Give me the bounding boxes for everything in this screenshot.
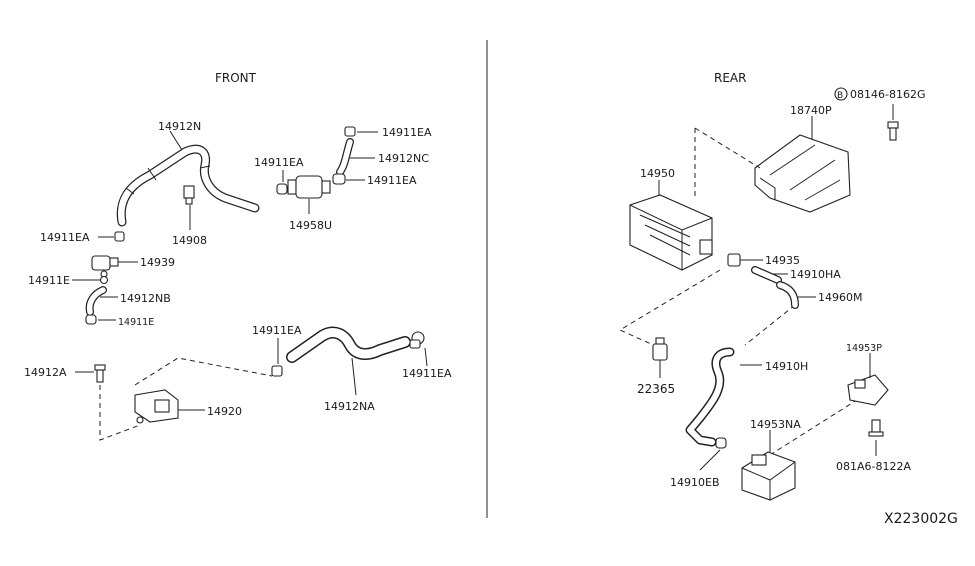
clamp-14911EA-2 (271, 365, 283, 377)
canister-14950 (629, 194, 713, 271)
clamp-14911EA-3 (276, 183, 288, 195)
label-14911EA-1: 14911EA (40, 231, 90, 244)
label-14912NC: 14912NC (378, 152, 429, 165)
clamp-14910EB (715, 437, 727, 449)
clamp-14911EA-5 (332, 173, 346, 185)
dashed-link-14920 (134, 357, 273, 386)
label-14912NB: 14912NB (120, 292, 171, 305)
shield-18740P (754, 134, 851, 213)
clamp-14911EA-4 (344, 126, 356, 137)
clamp-14911EA-6 (409, 331, 425, 349)
diagram-code: X223002G (884, 511, 958, 527)
leader-14912N (169, 130, 183, 151)
label-14912NA: 14912NA (324, 400, 375, 413)
hose-14912NB (85, 286, 107, 316)
hose-14910H (685, 347, 735, 447)
bolt-08146: B (834, 87, 899, 141)
clamp-14911E-1 (99, 275, 109, 285)
label-14958U: 14958U (289, 219, 332, 232)
bolt-14912A (94, 364, 106, 383)
bolt-prefix-b: B (837, 91, 843, 101)
label-14920: 14920 (207, 405, 242, 418)
label-14911E-1: 14911E (28, 274, 70, 287)
label-14911EA-2: 14911EA (252, 324, 302, 337)
filter-14958U (287, 175, 331, 199)
label-081A6: 081A6-8122A (836, 460, 911, 473)
label-14953P: 14953P (846, 343, 882, 354)
filter-14953NA (741, 451, 796, 501)
label-14908: 14908 (172, 234, 207, 247)
dashed-link-22365 (618, 269, 721, 349)
dashed-link-shield (694, 127, 761, 169)
label-14910HA: 14910HA (790, 268, 841, 281)
bolt-081A6 (868, 419, 884, 437)
dashed-link-14910H (744, 304, 796, 346)
label-14935: 14935 (765, 254, 800, 267)
dashed-link-14912A (99, 385, 141, 441)
clamp-14911E-2 (85, 314, 97, 325)
hose-14912NC (336, 138, 354, 176)
tube-14960M (776, 281, 799, 309)
leader-14912NA (351, 357, 357, 396)
label-14939: 14939 (140, 256, 175, 269)
label-14911EA-5: 14911EA (367, 174, 417, 187)
clamp-14911EA-1 (114, 231, 125, 242)
bracket-14953P (847, 374, 889, 406)
label-14950: 14950 (640, 167, 675, 180)
valve-14939 (91, 255, 119, 278)
label-14910EB: 14910EB (670, 476, 720, 489)
hose-14910HA (751, 266, 782, 284)
rear-header: REAR (714, 71, 746, 85)
leader-14910EB (699, 449, 721, 471)
label-18740P: 18740P (790, 104, 832, 117)
valve-22365 (652, 337, 668, 361)
hose-14912NA (286, 326, 411, 363)
label-14911E-2: 14911E (118, 317, 154, 328)
leader-14911EA-6 (424, 347, 428, 367)
clip-14908 (183, 185, 195, 205)
label-14912A: 14912A (24, 366, 67, 379)
label-08146: 08146-8162G (850, 88, 925, 101)
label-14912N: 14912N (158, 120, 201, 133)
front-header: FRONT (215, 71, 257, 85)
hose-14912N (116, 144, 260, 227)
label-14953NA: 14953NA (750, 418, 801, 431)
label-14910H: 14910H (765, 360, 808, 373)
label-14960M: 14960M (818, 291, 862, 304)
label-14911EA-6: 14911EA (402, 367, 452, 380)
label-14911EA-3: 14911EA (254, 156, 304, 169)
label-22365: 22365 (637, 382, 675, 396)
label-14911EA-4: 14911EA (382, 126, 432, 139)
connector-14935 (727, 253, 741, 267)
solenoid-14920 (134, 389, 179, 424)
